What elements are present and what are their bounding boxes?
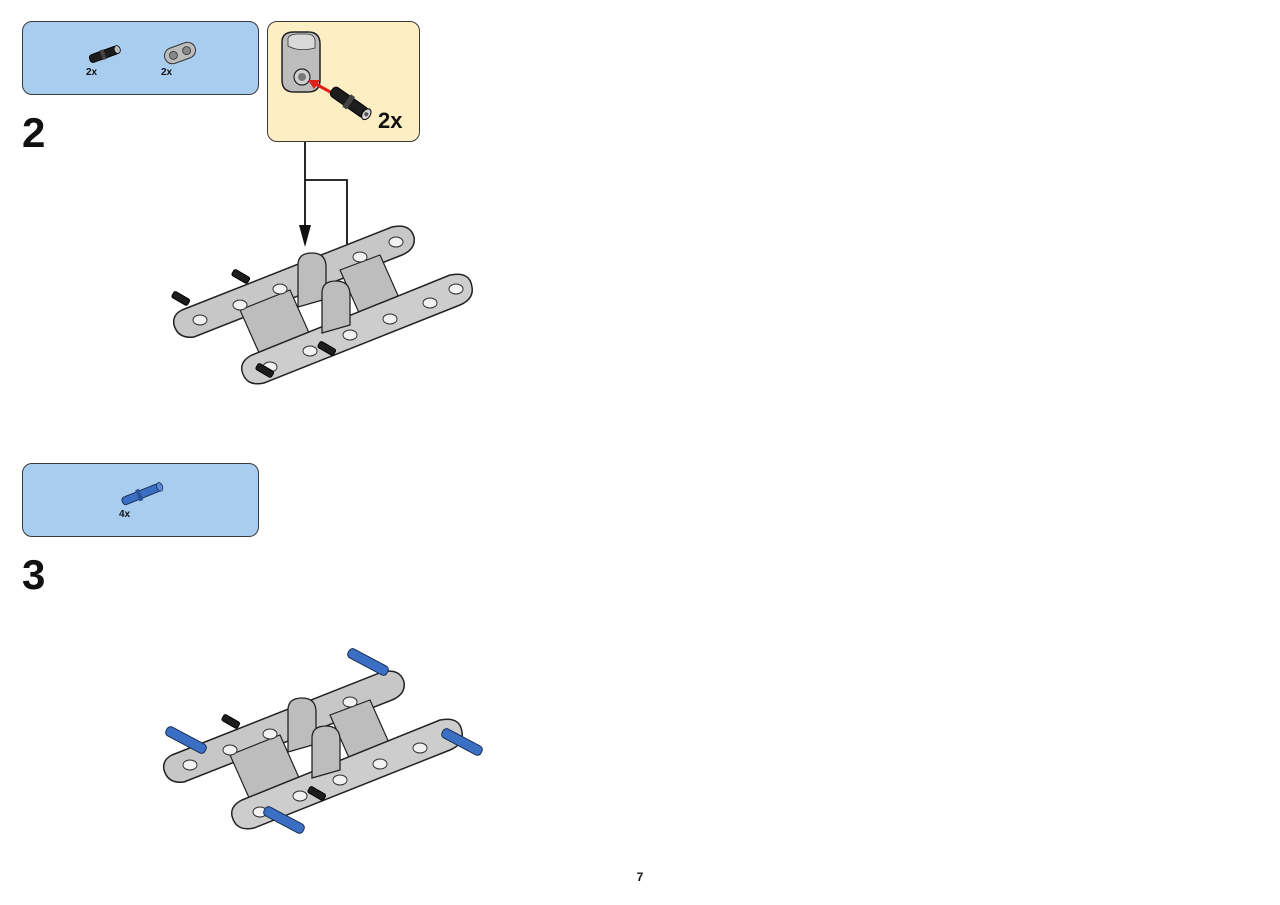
axle-pin-connector-qty: 2x [161,67,173,78]
page-number: 7 [636,870,644,884]
step2-subassembly-callout: 2x [267,21,420,142]
step2-number: 2 [22,109,46,156]
subassembly-illustration [281,31,372,121]
blue-axle-pin-icon [121,482,164,506]
subassembly-qty: 2x [378,108,403,133]
step3-parts-callout: 4x [22,463,259,537]
black-pin-qty: 2x [86,67,98,78]
step2-model-illustration [171,225,473,385]
blue-axle-pin-qty: 4x [119,509,131,520]
step2-parts-callout: 2x 2x [22,21,259,95]
step3-model-illustration [162,648,483,834]
axle-pin-connector-icon [163,41,197,65]
black-pin-icon [88,45,121,63]
step3-number: 3 [22,551,46,598]
